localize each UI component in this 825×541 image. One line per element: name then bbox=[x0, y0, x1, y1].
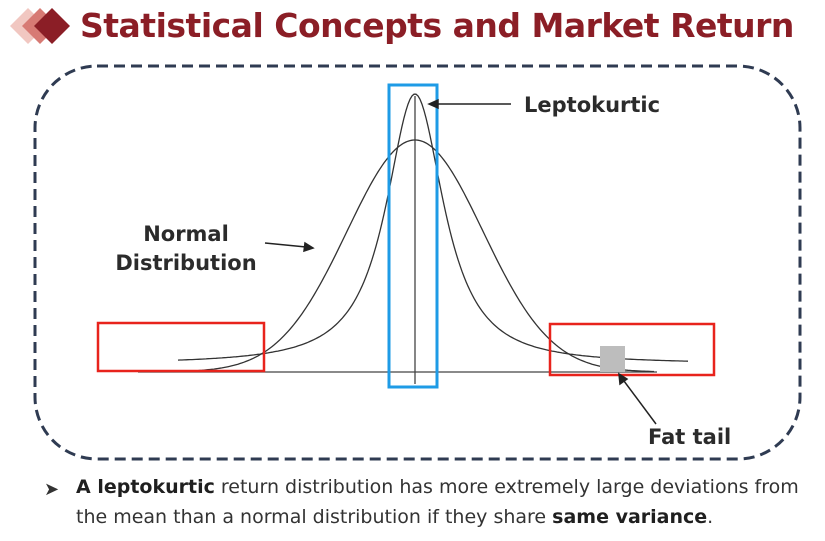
distribution-diagram: Leptokurtic Normal Distribution Fat tail bbox=[33, 64, 802, 461]
normal-label-line1: Normal bbox=[143, 222, 229, 246]
peak-highlight-box bbox=[387, 83, 439, 389]
leptokurtic-curve bbox=[177, 93, 689, 362]
fat-tail-arrow bbox=[618, 372, 657, 425]
page-title: Statistical Concepts and Market Return bbox=[80, 6, 794, 45]
normal-label-line2: Distribution bbox=[115, 251, 256, 275]
arrow-bullet-icon: ➤ bbox=[44, 479, 60, 500]
normal-arrow bbox=[264, 241, 315, 253]
note-text-part2: . bbox=[707, 506, 714, 528]
leptokurtic-label: Leptokurtic bbox=[524, 93, 660, 117]
dashed-frame bbox=[33, 64, 802, 461]
logo-diamonds-icon bbox=[10, 8, 70, 44]
note-bold-leptokurtic: A leptokurtic bbox=[76, 476, 215, 498]
fat-tail-label: Fat tail bbox=[648, 425, 731, 449]
right-tail-highlight-box bbox=[548, 322, 716, 377]
note-text-part1: return distribution has more extremely l… bbox=[76, 476, 799, 528]
note-bold-same-variance: same variance bbox=[552, 506, 708, 528]
explanation-note: ➤ A leptokurtic return distribution has … bbox=[44, 472, 814, 532]
fat-tail-marker bbox=[600, 346, 625, 372]
note-text: A leptokurtic return distribution has mo… bbox=[44, 472, 814, 532]
left-tail-highlight-box bbox=[96, 321, 266, 373]
leptokurtic-arrow bbox=[427, 98, 511, 110]
